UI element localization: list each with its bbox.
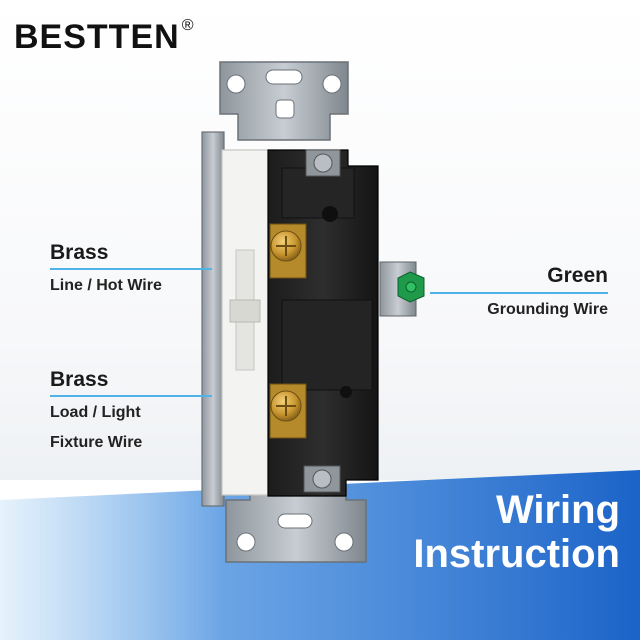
- green-ground-screw: [379, 261, 425, 317]
- side-strap: [201, 131, 225, 507]
- brand-logo: BESTTEN®: [14, 16, 195, 57]
- line-terminal-title: Brass: [50, 241, 109, 264]
- line-leader-line: [50, 268, 212, 270]
- brass-terminal-load: [269, 383, 307, 439]
- load-leader-line: [50, 395, 212, 397]
- load-terminal-title: Brass: [50, 368, 109, 391]
- load-terminal-subtitle-2: Fixture Wire: [50, 434, 143, 451]
- line-terminal-subtitle: Line / Hot Wire: [50, 277, 162, 294]
- top-mounting-strap: [219, 61, 349, 141]
- ground-terminal-title: Green: [547, 264, 608, 287]
- registered-mark: ®: [181, 16, 195, 34]
- ground-terminal-subtitle: Grounding Wire: [487, 301, 608, 318]
- brand-name: BESTTEN: [14, 18, 180, 56]
- switch-body: [267, 149, 379, 497]
- bottom-mounting-strap: [225, 483, 367, 563]
- brass-terminal-line: [269, 223, 307, 279]
- banner-title-line-1: Wiring: [495, 488, 620, 532]
- white-switch-face: [221, 149, 275, 496]
- banner-title-line-2: Instruction: [413, 532, 620, 576]
- ground-leader-line: [430, 292, 608, 294]
- load-terminal-subtitle-1: Load / Light: [50, 404, 141, 421]
